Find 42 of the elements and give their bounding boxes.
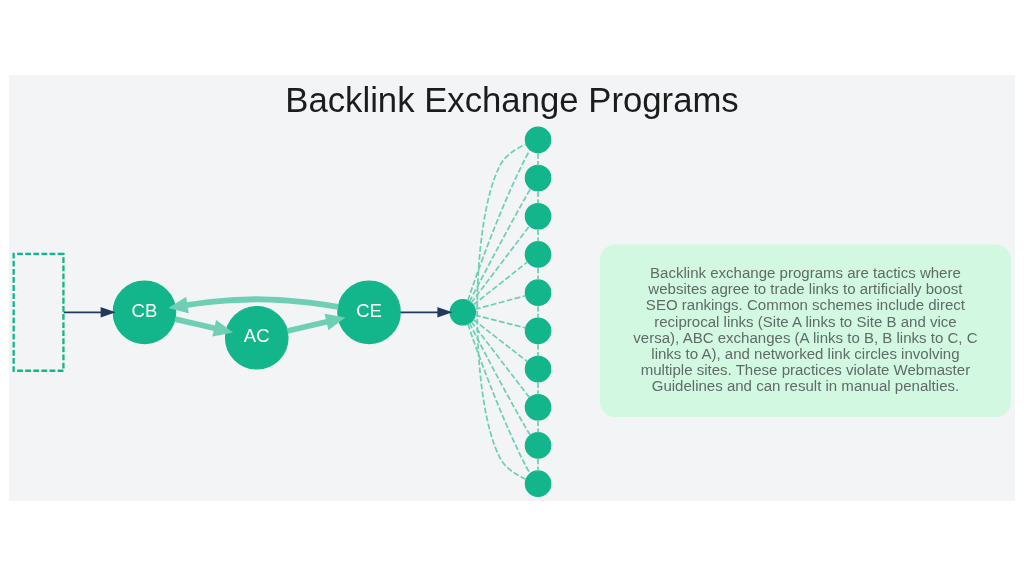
connector (537, 419, 539, 434)
node-circle: CE (337, 280, 401, 345)
node-circle: CB (112, 280, 177, 345)
connector (472, 260, 529, 306)
connector (537, 343, 539, 358)
node-circle (524, 317, 552, 345)
arrow (62, 307, 116, 318)
node-box: Backlink exchange programs are tactics where websites agree to trade links to artificially boost SEO rankings. Common schemes include direct reciprocal links (Site A links to Site B and vice versa), ABC exchanges (A links to B, B links to C, C links to A), and networked link circles involving multiple sites. These practices violate Webmaster Guidelines and can result in manual penalties. (599, 244, 1011, 418)
node-circle (524, 432, 552, 459)
node-circle: AC (224, 305, 289, 370)
connector (468, 322, 531, 436)
node-circle (524, 355, 552, 383)
connector (537, 152, 539, 167)
connector (537, 266, 539, 281)
node-circle (524, 164, 552, 192)
node-circle (524, 202, 552, 230)
connector (467, 149, 531, 302)
connector (537, 228, 539, 243)
connector (474, 314, 527, 329)
connector (537, 381, 539, 396)
arrow (286, 313, 346, 334)
connector (468, 187, 532, 303)
node-circle (524, 470, 552, 497)
connector (474, 294, 527, 311)
arrow (399, 307, 453, 318)
connector (470, 321, 531, 399)
connector (537, 457, 539, 472)
connector (472, 318, 528, 363)
node-circle (524, 393, 552, 421)
connector (470, 225, 531, 304)
connector (537, 190, 539, 205)
connector (476, 143, 527, 481)
node-circle (524, 126, 552, 154)
node-circle (524, 241, 552, 268)
connector (537, 304, 539, 319)
node-circle (449, 299, 477, 326)
connector (467, 323, 531, 475)
arrow (168, 296, 339, 314)
diagram-title: Backlink Exchange Programs (285, 81, 739, 120)
arrow (174, 316, 234, 337)
node-circle (524, 279, 552, 306)
node-box (12, 252, 65, 372)
